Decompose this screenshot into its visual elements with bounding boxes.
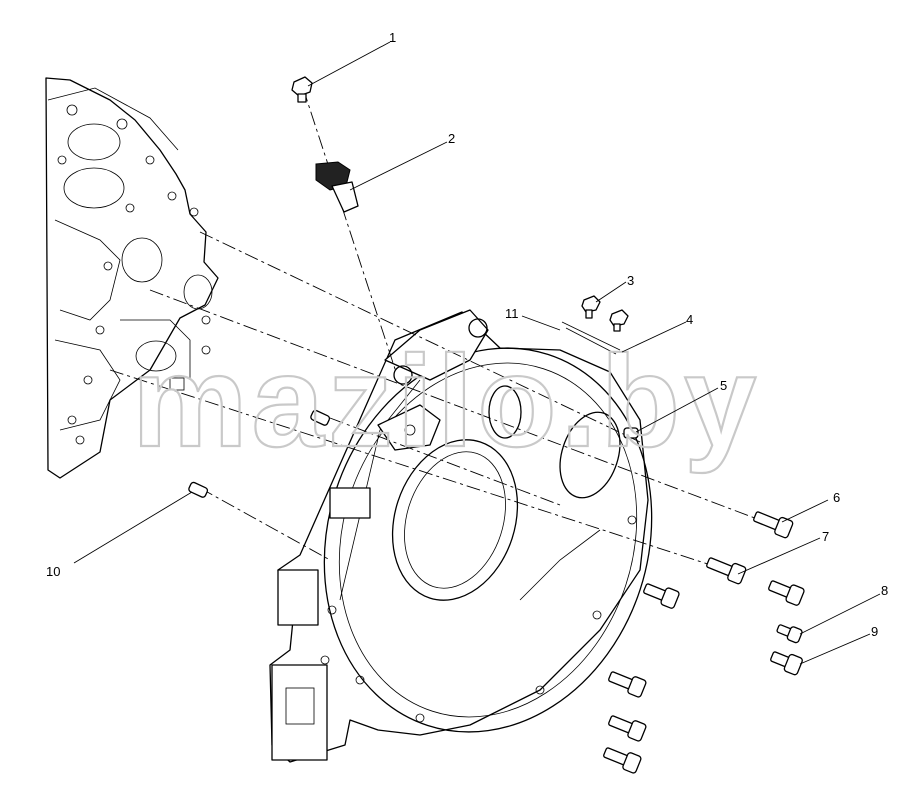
callout-11: 11	[505, 306, 519, 321]
part-4-plate	[561, 321, 621, 355]
part-3-bolts	[581, 295, 629, 332]
part-1-bolt	[291, 76, 313, 103]
callouts: 1 2 3 4 5 6 7 8 9 10 11	[46, 30, 888, 639]
flywheel-housing	[269, 309, 653, 763]
callout-3: 3	[627, 273, 634, 288]
callout-9: 9	[871, 624, 878, 639]
part-5-dowel	[623, 427, 639, 439]
callout-7: 7	[822, 529, 829, 544]
callout-5: 5	[720, 378, 727, 393]
engine-block	[45, 77, 219, 479]
part-2-sensor	[315, 161, 359, 213]
housing-bolts	[603, 511, 805, 774]
callout-1: 1	[389, 30, 396, 45]
callout-8: 8	[881, 583, 888, 598]
callout-2: 2	[448, 131, 455, 146]
callout-6: 6	[833, 490, 840, 505]
callout-10: 10	[46, 564, 60, 579]
watermark-text: mazilo.by	[132, 328, 760, 474]
assembly-axes	[109, 87, 761, 569]
leader-lines	[73, 41, 881, 665]
callout-4: 4	[686, 312, 693, 327]
part-10-dowel	[188, 409, 331, 498]
